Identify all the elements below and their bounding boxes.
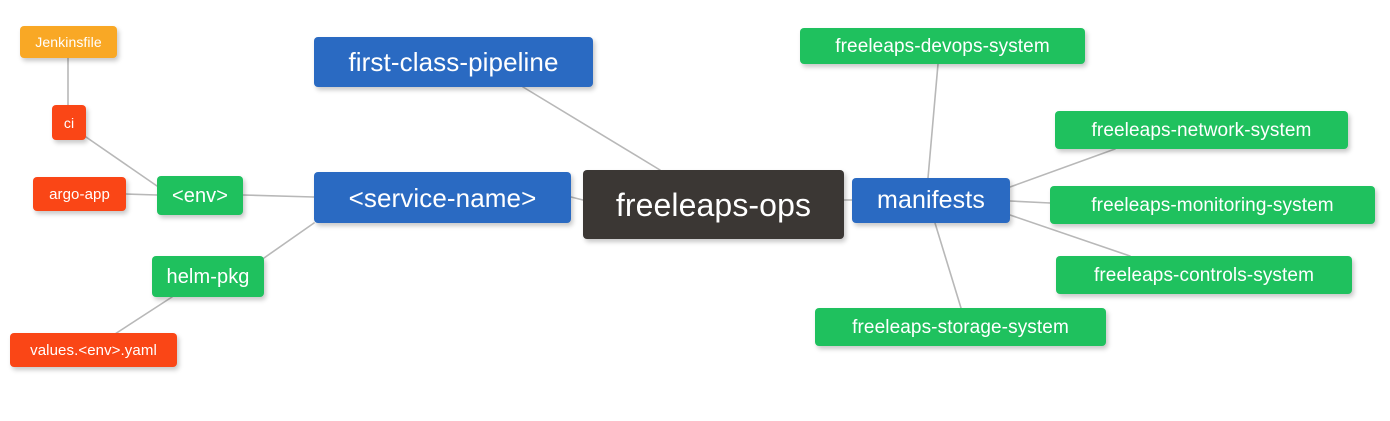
node-label-env: <env> (171, 184, 229, 207)
edge-service-name-to-freeleaps-ops (570, 196, 584, 201)
node-freeleaps-controls-system[interactable]: freeleaps-controls-system (1056, 256, 1352, 294)
node-helm-pkg[interactable]: helm-pkg (152, 256, 264, 297)
node-env[interactable]: <env> (157, 176, 243, 215)
node-label-helm-pkg: helm-pkg (166, 265, 250, 288)
node-argo-app[interactable]: argo-app (33, 177, 126, 211)
node-label-freeleaps-ops: freeleaps-ops (615, 186, 812, 223)
node-service-name[interactable]: <service-name> (314, 172, 571, 223)
node-label-freeleaps-network-system: freeleaps-network-system (1091, 119, 1312, 141)
node-freeleaps-monitoring-system[interactable]: freeleaps-monitoring-system (1050, 186, 1375, 224)
node-freeleaps-storage-system[interactable]: freeleaps-storage-system (815, 308, 1106, 346)
edge-manifests-to-freeleaps-network-system (1009, 148, 1116, 188)
node-values-yaml[interactable]: values.<env>.yaml (10, 333, 177, 367)
node-label-jenkinsfile: Jenkinsfile (35, 34, 102, 50)
node-label-freeleaps-devops-system: freeleaps-devops-system (835, 35, 1050, 57)
edge-first-class-pipeline-to-freeleaps-ops (522, 86, 661, 171)
edge-argo-app-to-env (125, 193, 158, 196)
edge-env-to-service-name (242, 194, 315, 198)
node-manifests[interactable]: manifests (852, 178, 1010, 223)
edge-service-name-to-helm-pkg (263, 222, 315, 259)
edge-helm-pkg-to-values-yaml (114, 296, 173, 335)
node-label-values-yaml: values.<env>.yaml (30, 341, 157, 359)
node-label-freeleaps-controls-system: freeleaps-controls-system (1093, 264, 1315, 286)
node-label-manifests: manifests (877, 186, 985, 214)
node-label-freeleaps-monitoring-system: freeleaps-monitoring-system (1091, 194, 1334, 216)
edge-manifests-to-freeleaps-monitoring-system (1009, 200, 1051, 204)
node-freeleaps-network-system[interactable]: freeleaps-network-system (1055, 111, 1348, 149)
node-label-argo-app: argo-app (49, 185, 110, 203)
node-first-class-pipeline[interactable]: first-class-pipeline (314, 37, 593, 87)
node-label-first-class-pipeline: first-class-pipeline (348, 47, 559, 77)
node-ci[interactable]: ci (52, 105, 86, 140)
edge-manifests-to-freeleaps-devops-system (927, 63, 939, 179)
node-label-ci: ci (63, 114, 75, 131)
node-jenkinsfile[interactable]: Jenkinsfile (20, 26, 117, 58)
edge-manifests-to-freeleaps-storage-system (934, 222, 962, 309)
node-label-freeleaps-storage-system: freeleaps-storage-system (852, 316, 1069, 338)
node-freeleaps-ops[interactable]: freeleaps-ops (583, 170, 844, 239)
node-label-service-name: <service-name> (348, 182, 537, 213)
node-freeleaps-devops-system[interactable]: freeleaps-devops-system (800, 28, 1085, 64)
